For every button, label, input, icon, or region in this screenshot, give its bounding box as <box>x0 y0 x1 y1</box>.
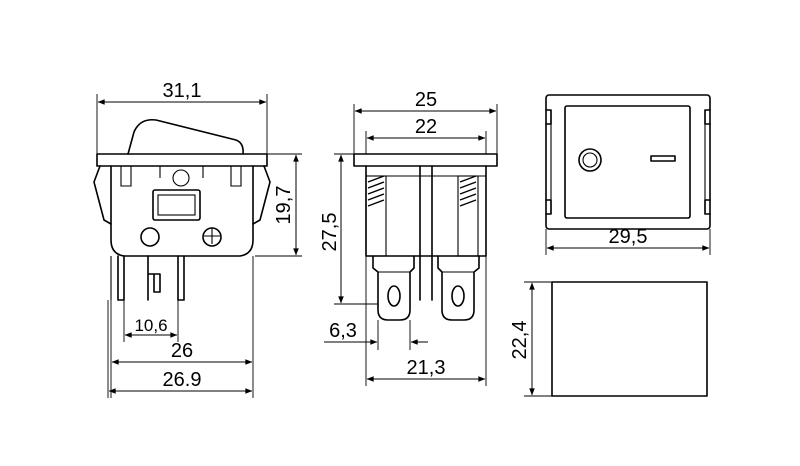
side-pin-right <box>177 255 185 301</box>
front-left-spring <box>365 175 387 257</box>
on-symbol-icon <box>650 155 676 162</box>
side-pin-left <box>117 255 125 301</box>
front-right-spring <box>457 175 479 257</box>
side-rivet-left <box>140 227 160 247</box>
front-terminal-right <box>437 255 480 321</box>
dim-front-width-inner: 22 <box>415 116 437 138</box>
front-view <box>353 153 498 321</box>
body-rectangle <box>551 281 708 397</box>
side-window <box>152 189 201 221</box>
dim-top-height: 22,4 <box>509 321 531 360</box>
front-flange <box>353 153 498 167</box>
dim-side-width: 31,1 <box>163 80 202 102</box>
top-rocker-face <box>564 105 691 219</box>
dim-base-width: 26 <box>171 340 193 362</box>
dim-base-width-outer: 26.9 <box>163 369 202 391</box>
top-dimensions: 29,5 <box>545 226 711 255</box>
dim-pin-spacing: 10,6 <box>134 316 167 335</box>
side-left-clip <box>93 165 112 225</box>
side-pin-mid <box>147 255 161 301</box>
side-right-clip <box>252 165 271 225</box>
dim-front-width-outer: 25 <box>415 89 437 111</box>
front-terminal-left <box>372 255 415 321</box>
side-flange <box>96 153 268 167</box>
dim-top-width: 29,5 <box>609 226 648 248</box>
dim-front-height: 27,5 <box>319 213 341 252</box>
side-top-hole <box>172 169 190 187</box>
front-center-post <box>419 165 433 301</box>
side-rocker <box>127 118 244 155</box>
dim-side-height: 19,7 <box>273 186 295 225</box>
dim-terminal-width: 6,3 <box>329 320 357 342</box>
top-outer-frame <box>545 94 711 230</box>
side-housing <box>110 165 254 257</box>
dim-terminal-span: 21,3 <box>407 357 446 379</box>
side-view <box>93 118 271 301</box>
body-view: 22,4 <box>509 281 708 397</box>
front-dimensions: 25 22 27,5 6,3 21,3 <box>319 89 498 386</box>
off-symbol-icon <box>578 148 602 172</box>
top-view <box>545 94 711 230</box>
side-dimensions: 31,1 19,7 10,6 26 26.9 <box>96 80 302 398</box>
